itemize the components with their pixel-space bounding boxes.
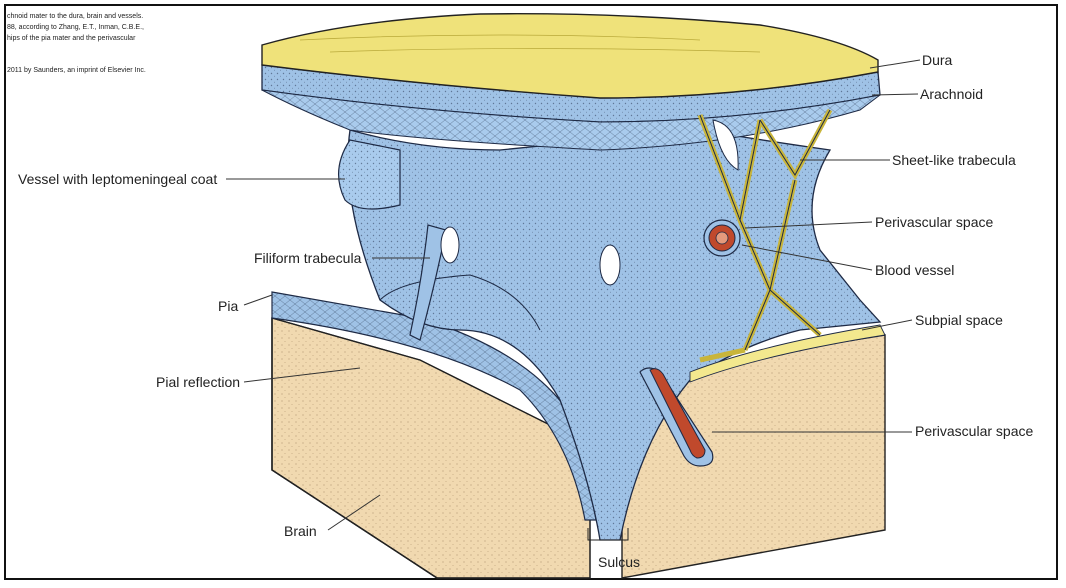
brain-block-left [271,317,591,579]
caption-copyright: 2011 by Saunders, an imprint of Elsevier… [7,67,146,74]
label-arachnoid: Arachnoid [920,86,984,102]
label-vessel-coat: Vessel with leptomeningeal coat [18,171,218,187]
label-pial-reflection: Pial reflection [156,374,241,390]
blood-vessel-section [703,219,741,257]
label-dura: Dura [922,52,953,68]
trabecular-opening [712,119,739,171]
leader-lines [226,59,921,531]
subpial-strip [689,324,886,383]
label-subpial-space: Subpial space [915,312,1003,328]
label-perivascular-space-bottom: Perivascular space [915,423,1034,439]
coated-vessel [337,139,401,210]
label-sheet-trabecula: Sheet-like trabecula [892,152,1016,168]
filiform-trabecula [409,224,460,341]
sulcus-bracket [587,528,629,541]
label-sulcus: Sulcus [598,554,641,570]
caption-line-3: hips of the pia mater and the perivascul… [7,35,136,42]
penetrating-vessel [639,367,714,467]
label-brain: Brain [284,523,317,539]
label-pia: Pia [218,298,239,314]
dura-layer [261,13,879,99]
pia-layer [271,291,597,521]
label-blood-vessel: Blood vessel [875,262,955,278]
caption-line-1: chnoid mater to the dura, brain and vess… [7,13,144,20]
label-perivascular-space-top: Perivascular space [875,214,994,230]
sheet-trabeculae-outline [699,109,831,351]
label-filiform-trabecula: Filiform trabecula [254,250,362,266]
caption-line-2: 88, according to Zhang, E.T., Inman, C.B… [7,24,144,31]
